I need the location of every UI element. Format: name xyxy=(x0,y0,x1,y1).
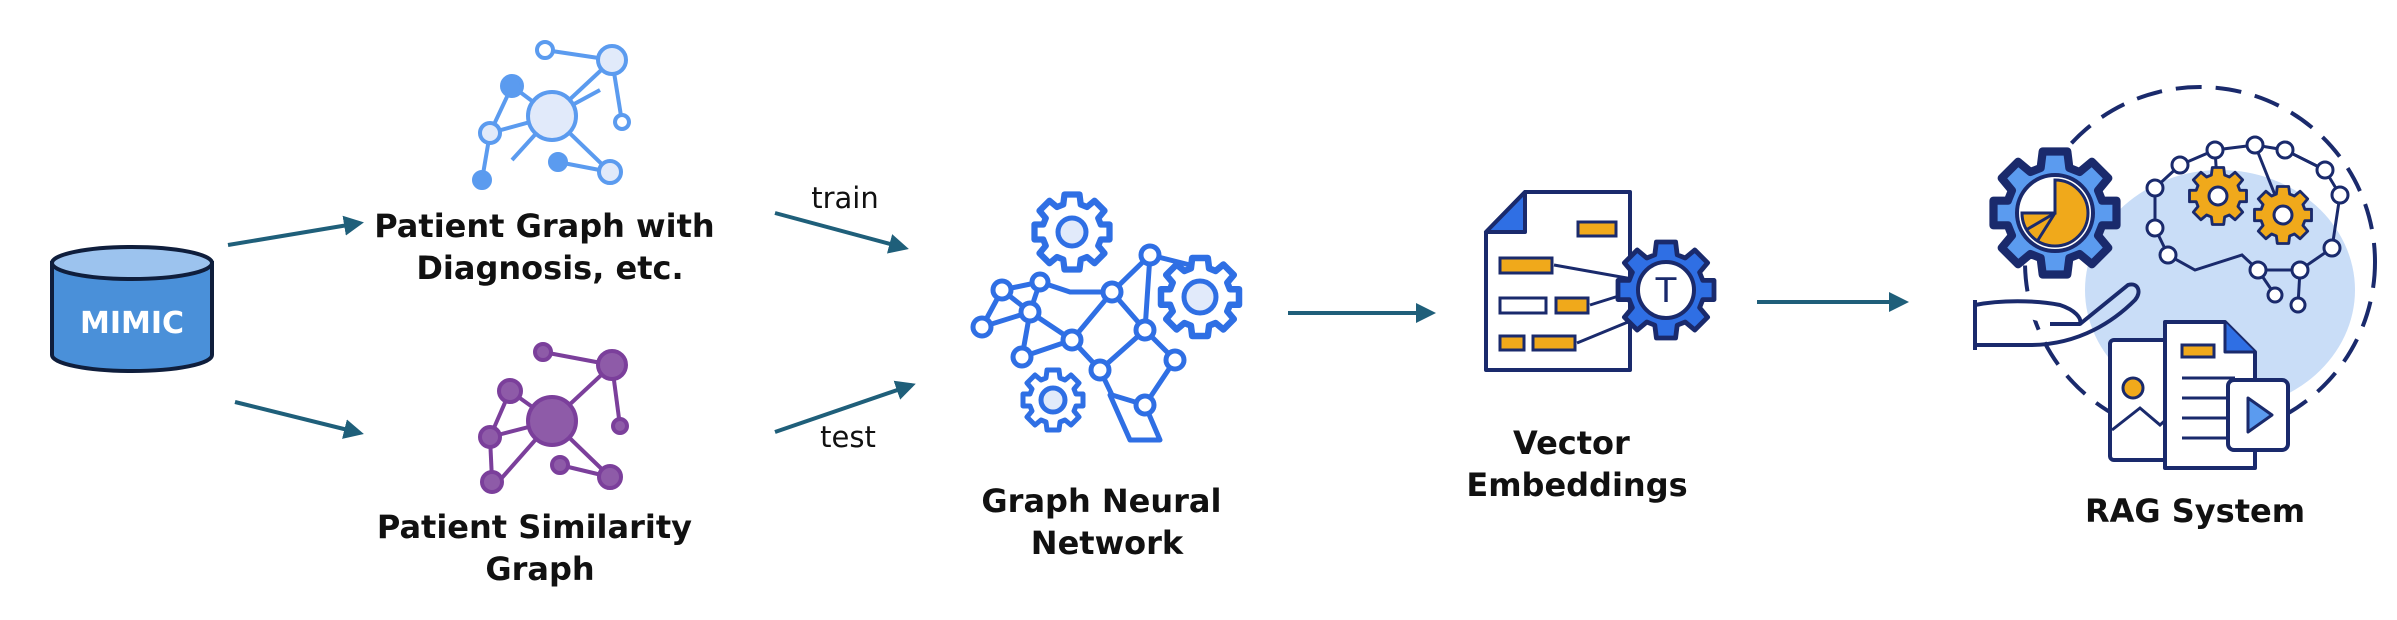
arrow-mimic-to-patient-graph xyxy=(227,215,364,247)
vector-label-line1: Vector xyxy=(1513,424,1630,462)
gnn-label-line1: Graph Neural xyxy=(981,482,1221,520)
edge-label-test: test xyxy=(820,420,876,454)
rag-system-icon xyxy=(1973,85,2377,470)
vector-label-line2: Embeddings xyxy=(1466,466,1687,504)
rag-label: RAG System xyxy=(2085,492,2305,530)
vector-label: Vector Embeddings xyxy=(1466,424,1687,504)
patient-similarity-label: Patient Similarity Graph xyxy=(377,508,703,588)
patient-graph-label: Patient Graph with Diagnosis, etc. xyxy=(374,207,726,287)
document-gear-icon: T xyxy=(1484,190,1714,372)
database-icon xyxy=(50,245,214,373)
mimic-label: MIMIC xyxy=(80,306,184,341)
arrow-patient-graph-to-gnn xyxy=(774,211,909,254)
arrows xyxy=(227,211,1909,439)
text-glyph: T xyxy=(1655,271,1677,311)
patient-similarity-label-line2: Graph xyxy=(485,550,594,588)
gear-network-icon xyxy=(970,195,1239,443)
edge-label-train: train xyxy=(811,181,879,215)
arrow-mimic-to-similarity-graph xyxy=(234,400,364,439)
network-graph-icon xyxy=(472,40,631,190)
gnn-label-line2: Network xyxy=(1031,524,1184,562)
gnn-label: Graph Neural Network xyxy=(981,482,1232,562)
network-graph-icon xyxy=(478,342,629,494)
patient-graph-label-line2: Diagnosis, etc. xyxy=(416,249,683,287)
patient-graph-label-line1: Patient Graph with xyxy=(374,207,714,245)
arrow-similarity-to-gnn xyxy=(774,380,916,434)
patient-similarity-label-line1: Patient Similarity xyxy=(377,508,692,546)
